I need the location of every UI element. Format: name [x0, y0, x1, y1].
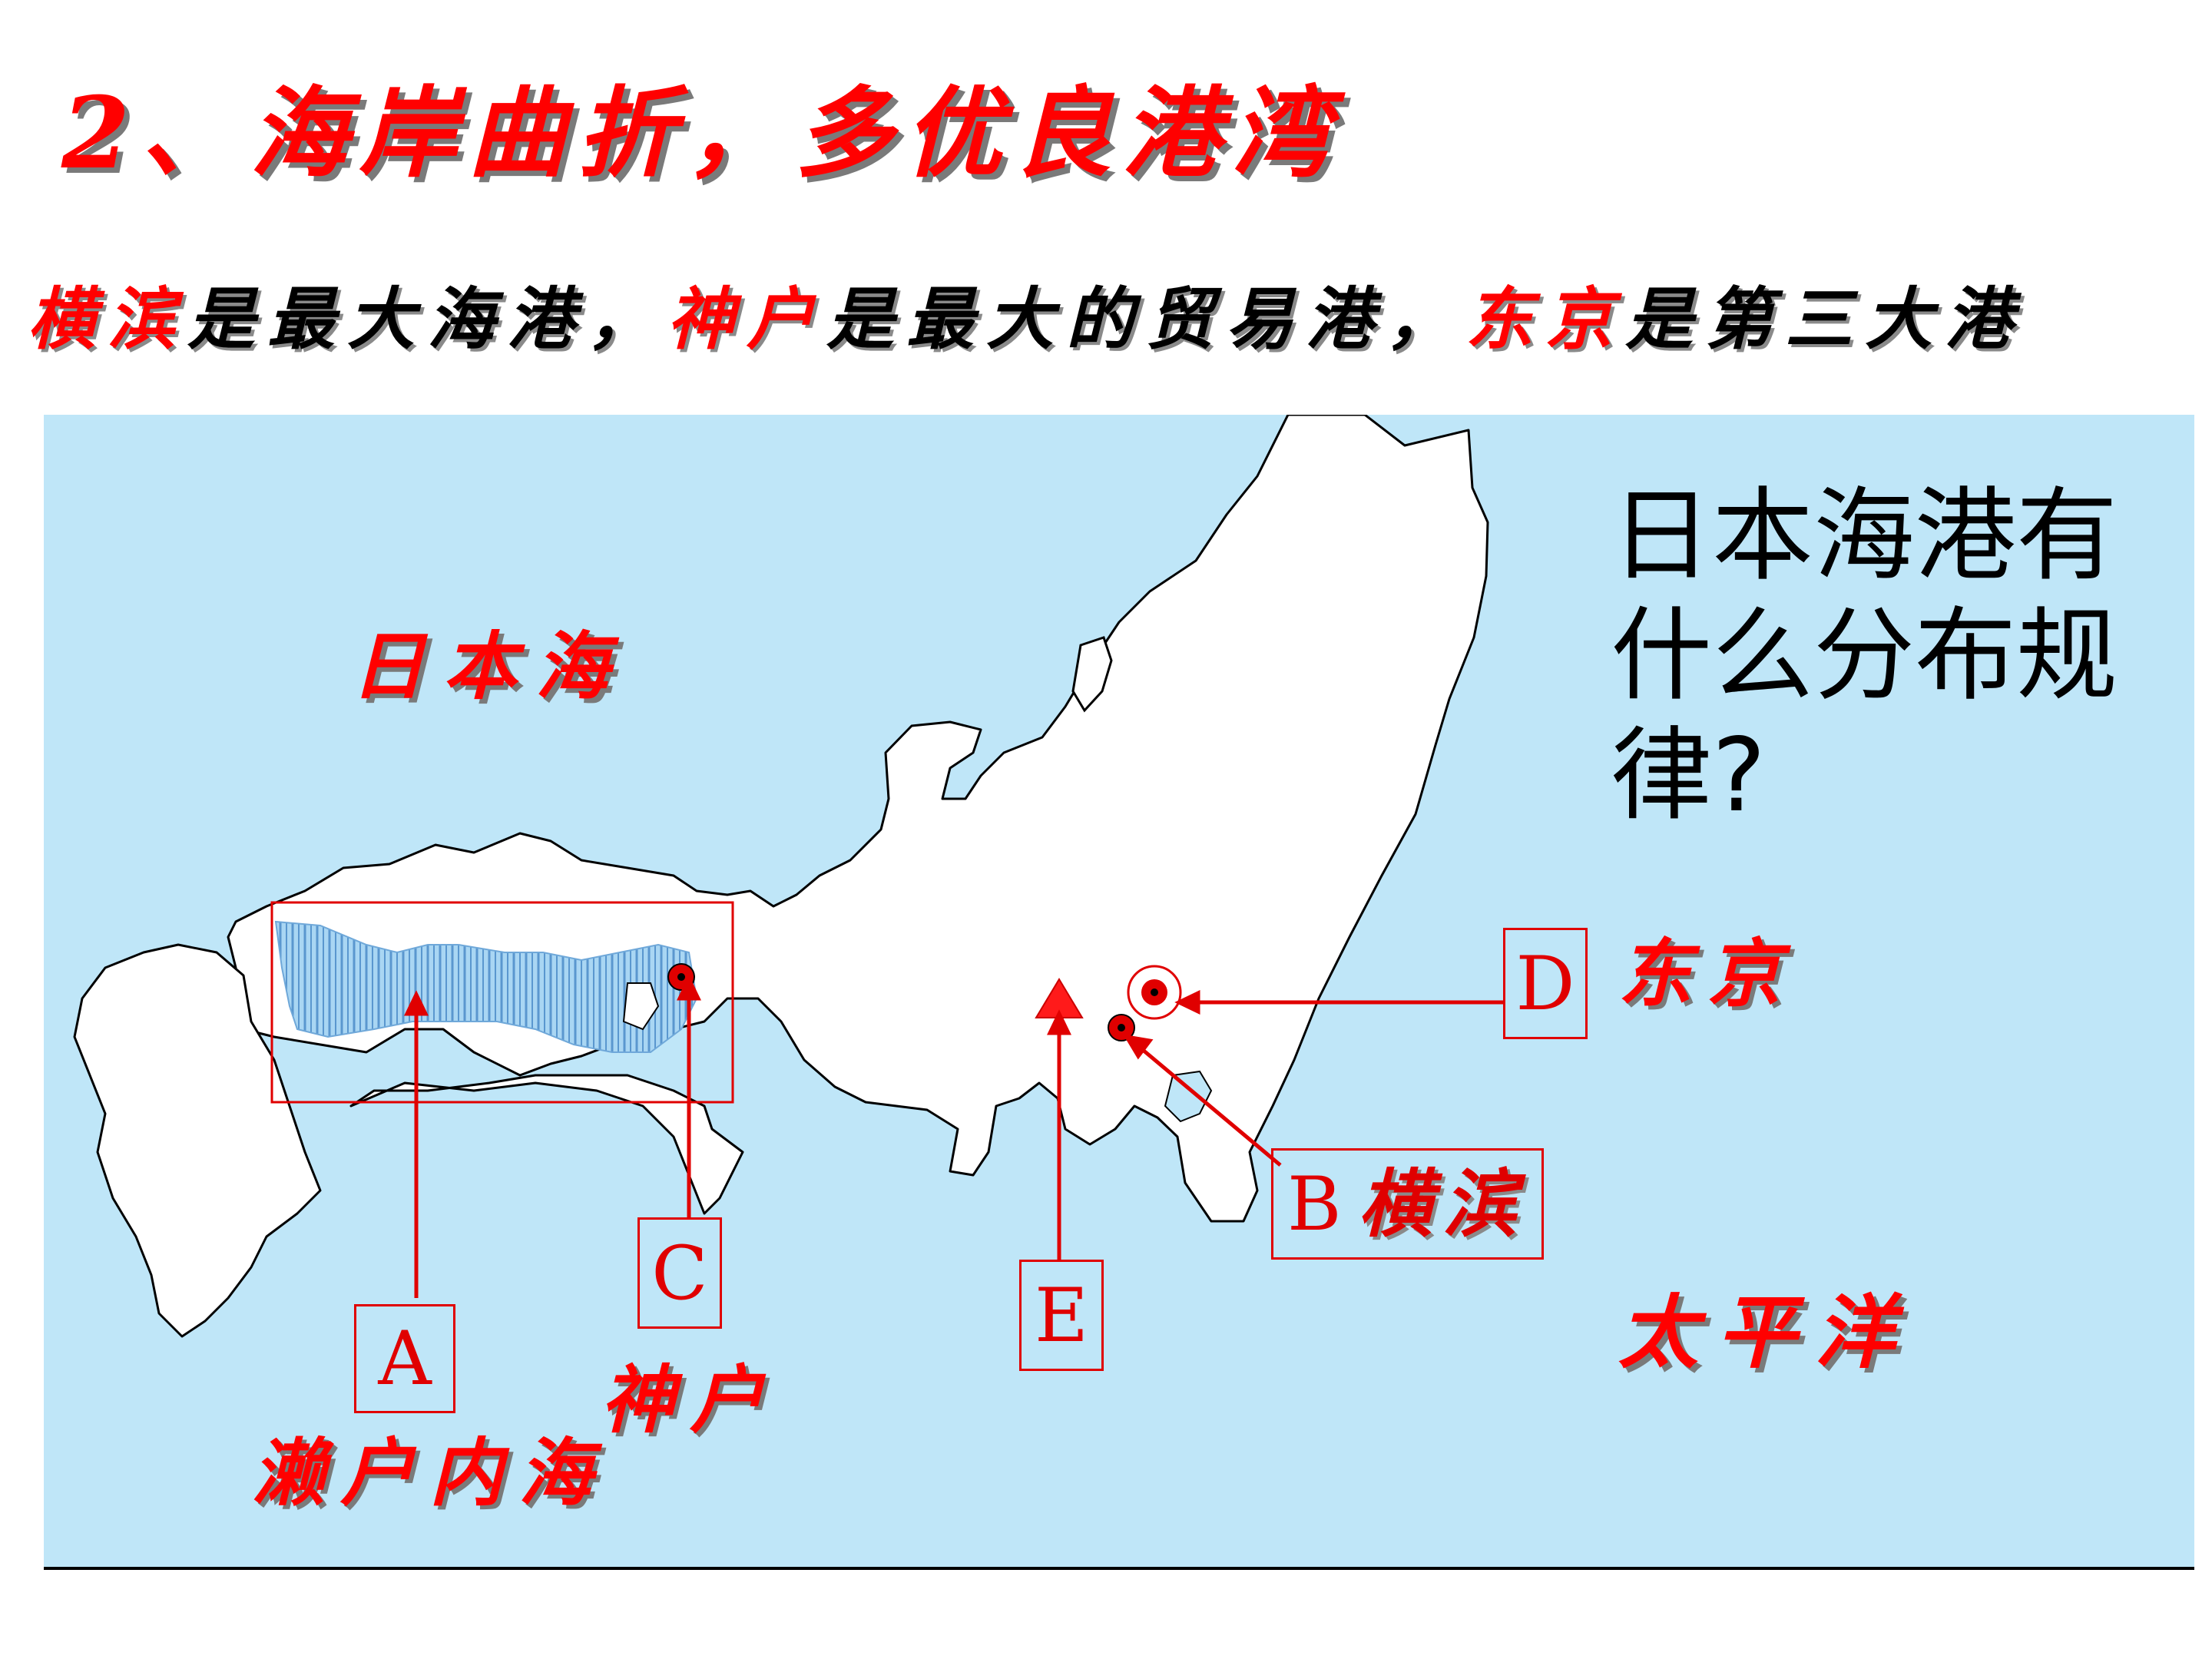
- subtitle-text-2: 是最大的贸易港，: [826, 279, 1466, 359]
- subtitle-kobe: 神户: [667, 279, 827, 359]
- sea-of-japan-label: 日本海: [351, 623, 628, 710]
- seto-inland-sea: [274, 920, 698, 1053]
- sado-island: [1071, 636, 1113, 713]
- japan-map: 日本海 太平洋 日本海港有什么分布规律? A 濑户内海 C 神户 E B 横滨 …: [44, 415, 2194, 1567]
- label-box-d: D: [1503, 928, 1588, 1039]
- label-b-letter: B: [1287, 1161, 1342, 1247]
- shikoku-island: [349, 1074, 744, 1215]
- question-text: 日本海港有什么分布规律?: [1611, 477, 2118, 835]
- label-a-letter: A: [378, 1316, 432, 1402]
- label-box-c: C: [637, 1217, 722, 1329]
- yokohama-label: 横滨: [1358, 1160, 1528, 1247]
- subtitle-text-1: 是最大海港，: [187, 279, 667, 359]
- label-box-b: B 横滨: [1271, 1148, 1544, 1260]
- label-c-letter: C: [651, 1230, 708, 1316]
- pacific-ocean-label: 太平洋: [1618, 1285, 1914, 1379]
- page-title: 2、海岸曲折，多优良港湾: [61, 76, 1341, 191]
- subtitle: 横滨是最大海港，神户是最大的贸易港，东京是第三大港: [28, 265, 2025, 363]
- label-d-letter: D: [1515, 940, 1575, 1027]
- seto-highlight-box: [270, 901, 734, 1104]
- label-e-letter: E: [1034, 1272, 1089, 1359]
- awaji-island: [622, 982, 660, 1031]
- kobe-label: 神户: [601, 1356, 779, 1443]
- map-drawing: [73, 415, 1505, 1338]
- subtitle-yokohama: 横滨: [28, 279, 188, 359]
- kyushu-island: [73, 943, 322, 1338]
- subtitle-tokyo: 东京: [1465, 279, 1626, 359]
- bottom-rule: [44, 1567, 2194, 1570]
- tokyo-label: 东京: [1618, 930, 1796, 1017]
- label-box-a: A: [354, 1304, 455, 1413]
- tokyo-bay: [1164, 1070, 1213, 1123]
- label-box-e: E: [1019, 1260, 1104, 1371]
- subtitle-text-3: 是第三大港: [1625, 279, 2025, 359]
- seto-inland-sea-label: 濑户内海: [251, 1429, 608, 1516]
